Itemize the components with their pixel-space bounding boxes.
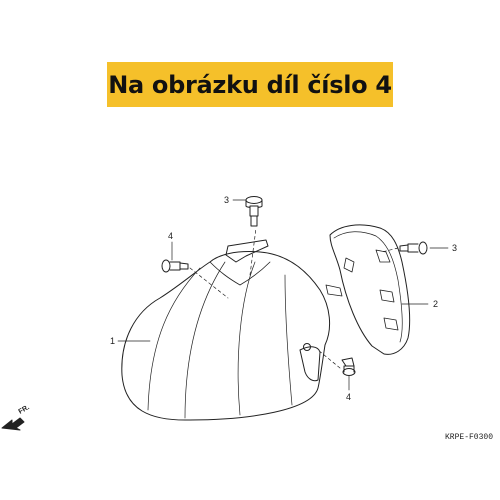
banner-text: Na obrázku díl číslo 4	[108, 70, 392, 99]
screw-right	[399, 241, 428, 255]
reference-code: KRPE-F0300	[445, 433, 493, 442]
front-direction-arrow-icon	[1, 417, 25, 431]
direction-label: FR.	[18, 404, 31, 416]
callout-3-right: 3	[452, 243, 457, 253]
part-number-banner: Na obrázku díl číslo 4	[107, 62, 393, 107]
callout-2: 2	[433, 299, 438, 309]
leader-lines	[117, 199, 449, 391]
callout-3-top: 3	[224, 195, 229, 205]
screw-top	[245, 196, 263, 227]
bolt-bottom	[341, 357, 356, 376]
callout-1: 1	[110, 336, 115, 346]
callout-4-left: 4	[168, 231, 173, 241]
callout-4-bottom: 4	[346, 392, 351, 402]
inner-cover	[325, 224, 411, 355]
front-fender	[121, 239, 331, 421]
bolt-left	[161, 259, 189, 273]
